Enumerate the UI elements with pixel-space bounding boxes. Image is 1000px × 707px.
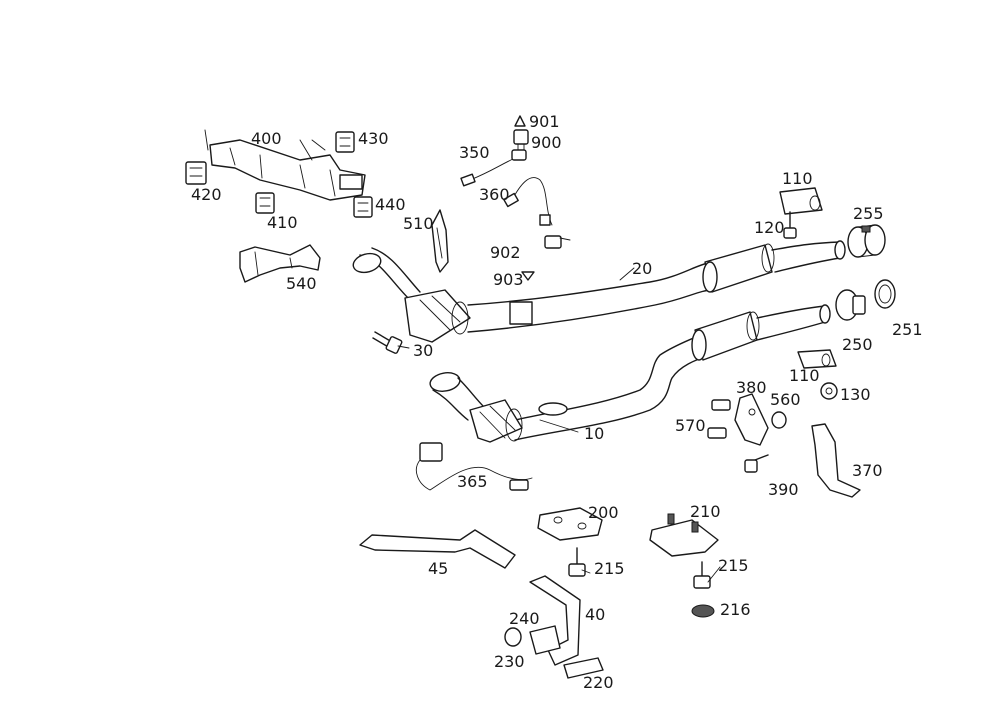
part-10-exhaust-pipe [514,304,831,441]
part-220-clamp [563,657,604,679]
part-420-clip [185,161,207,185]
label-220: 220 [583,673,614,692]
label-380: 380 [736,378,767,397]
label-902: 902 [490,243,521,262]
part-130-washer [820,382,838,400]
label-360: 360 [479,185,510,204]
part-360-sensor [503,177,553,226]
label-215-left: 215 [594,559,625,578]
part-365-sensor [416,442,533,491]
label-400: 400 [251,129,282,148]
part-240-washer [504,627,522,647]
part-560-nut [771,411,787,429]
part-430-clip [335,131,355,153]
part-120-bolt [783,211,797,239]
label-560: 560 [770,390,801,409]
part-40-bracket [529,575,581,666]
part-900-connector [513,129,529,151]
label-250: 250 [842,335,873,354]
part-45-bracket [359,529,516,569]
label-430: 430 [358,129,389,148]
label-420: 420 [191,185,222,204]
label-901: 901 [529,112,560,131]
label-410: 410 [267,213,298,232]
part-570-bolts [707,399,731,439]
label-510: 510 [403,214,434,233]
label-365: 365 [457,472,488,491]
part-110-hanger [779,187,823,215]
label-370: 370 [852,461,883,480]
label-10: 10 [584,424,604,443]
part-251-gasket [874,279,896,309]
part-410-clip [255,192,275,214]
part-902-connector [544,235,571,249]
label-540: 540 [286,274,317,293]
label-30: 30 [413,341,433,360]
label-570: 570 [675,416,706,435]
label-251: 251 [892,320,923,339]
part-250-clamp [835,289,866,321]
label-215-right: 215 [718,556,749,575]
label-390: 390 [768,480,799,499]
part-230-plate [529,625,561,655]
part-400-bracket [204,129,366,201]
label-350: 350 [459,143,490,162]
part-390-bolt [744,454,769,473]
part-10-catalytic-converter [429,372,523,443]
label-216: 216 [720,600,751,619]
label-20: 20 [632,259,652,278]
part-labels: 10 20 30 40 45 110 110 120 130 200 210 2… [191,112,923,692]
label-903: 903 [493,270,524,289]
part-440-clip [353,196,373,218]
part-370-bracket [811,423,861,498]
part-215-bolt-right [693,561,711,589]
part-510-bracket [431,209,449,273]
label-120: 120 [754,218,785,237]
label-40: 40 [585,605,605,624]
part-30-bolt [372,331,403,354]
part-255-clamp [847,224,886,258]
part-110-hanger-lower [797,349,837,369]
part-20-catalytic-converter [352,247,471,343]
part-903-cap [521,271,535,281]
part-215-bolt-left [568,547,586,577]
part-216-mount [691,604,715,618]
part-200-bracket [537,507,603,541]
label-255: 255 [853,204,884,223]
label-200: 200 [588,503,619,522]
part-210-bracket [649,513,719,557]
part-380-bracket [734,393,769,446]
part-350-sensor [460,149,527,187]
part-20-exhaust-pipe [467,240,846,333]
label-110-lower: 110 [789,366,820,385]
label-110-upper: 110 [782,169,813,188]
label-900: 900 [531,133,562,152]
part-901-cap [514,115,526,127]
label-230: 230 [494,652,525,671]
label-240: 240 [509,609,540,628]
label-210: 210 [690,502,721,521]
leader-lines [397,267,721,583]
label-130: 130 [840,385,871,404]
label-45: 45 [428,559,448,578]
label-440: 440 [375,195,406,214]
part-540-bracket [239,244,321,283]
